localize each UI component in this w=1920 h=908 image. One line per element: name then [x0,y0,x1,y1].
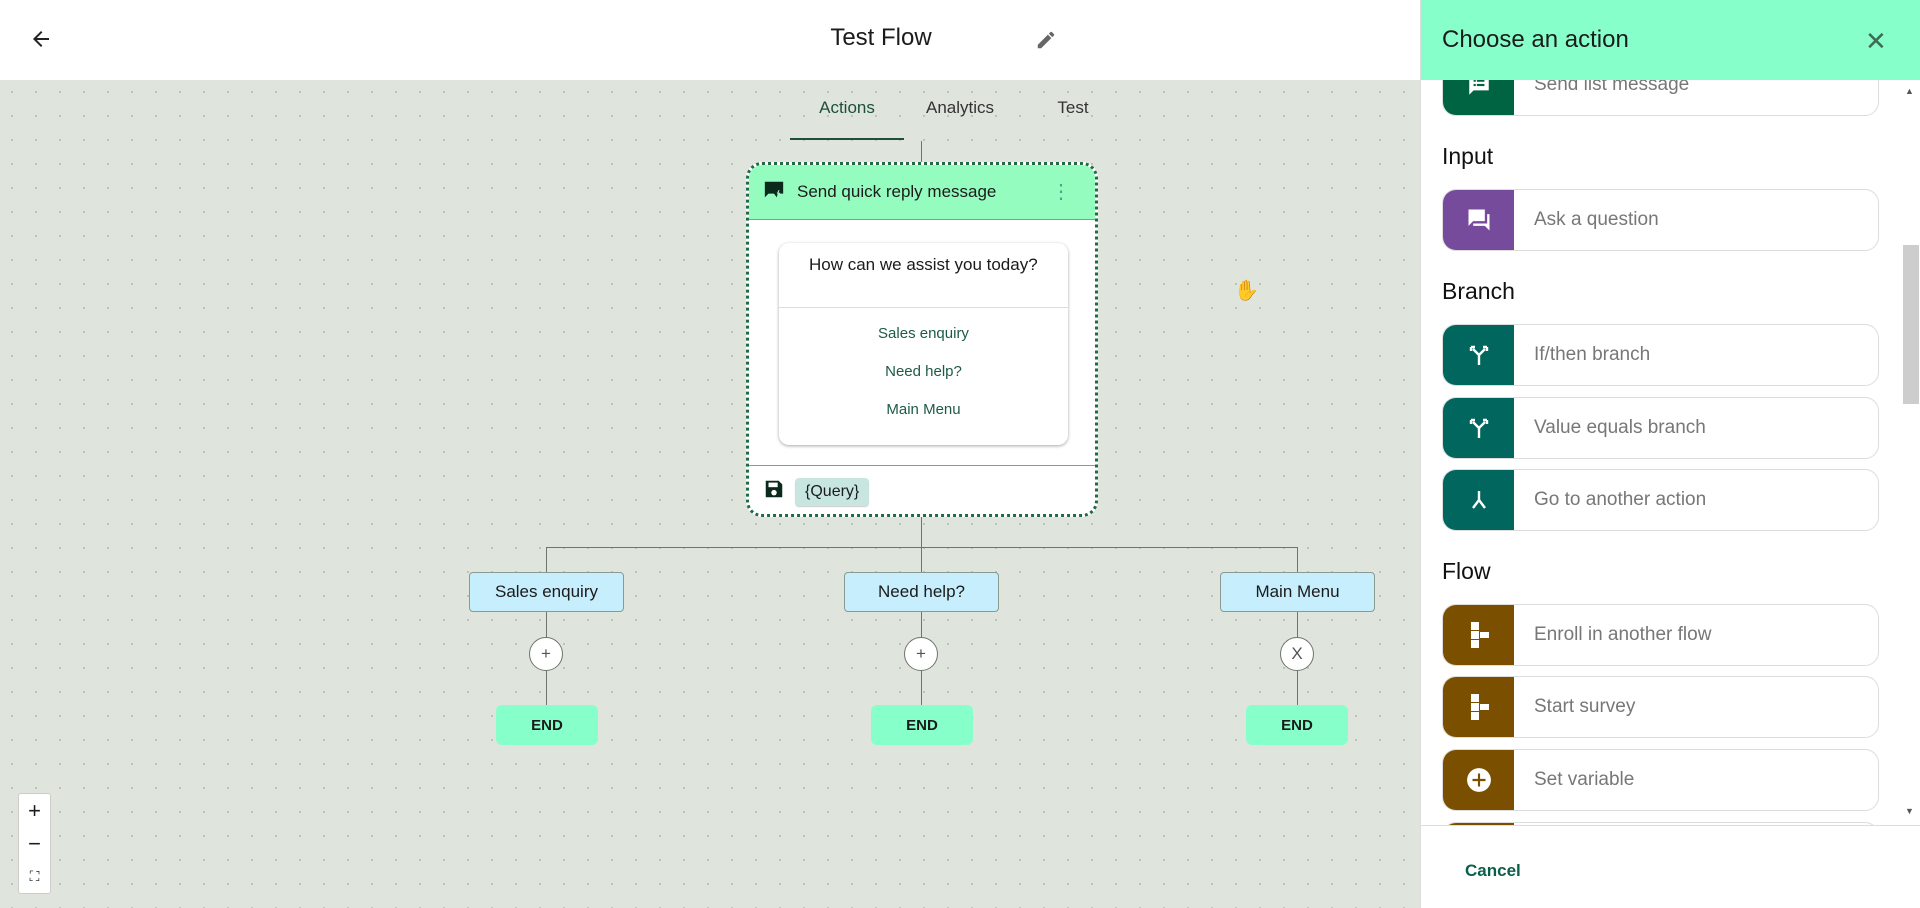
panel-scrollbar[interactable]: ▲ ▼ [1901,80,1920,825]
action-set-variable[interactable]: Set variable [1442,749,1879,811]
end-node: END [496,705,598,745]
quick-reply-sales: Sales enquiry [878,325,969,342]
merge-icon [1443,470,1514,530]
tab-test[interactable]: Test [1057,98,1089,117]
scroll-down-arrow-icon[interactable]: ▼ [1905,806,1914,816]
end-node: END [871,705,973,745]
node-footer: {Query} [749,465,1095,514]
active-tab-indicator [790,138,904,140]
panel-header: Choose an action ✕ [1421,0,1920,80]
action-ask-question[interactable]: Ask a question [1442,189,1879,251]
scrollbar-thumb[interactable] [1903,245,1919,404]
section-branch: Branch [1442,278,1515,304]
variable-chip[interactable]: {Query} [795,477,870,506]
branch-sales-enquiry[interactable]: Sales enquiry [469,572,624,612]
quick-reply-icon [763,179,785,206]
message-card: How can we assist you today? Sales enqui… [779,243,1068,445]
panel-footer: Cancel [1421,825,1920,908]
back-arrow-icon[interactable] [24,22,58,56]
flow-tree-icon [1443,677,1514,737]
branch-split-icon [1443,398,1514,458]
action-label: Go to another action [1534,489,1707,510]
quick-reply-main-menu: Main Menu [886,401,961,418]
node-title: Send quick reply message [797,182,997,201]
action-label: If/then branch [1534,344,1651,365]
branch-main-menu[interactable]: Main Menu [1220,572,1375,612]
section-input: Input [1442,143,1494,169]
message-text: How can we assist you today? [809,255,1038,274]
hand-cursor-icon: ✋ [1234,280,1259,302]
quick-reply-node[interactable]: Send quick reply message ⋮ How can we as… [746,162,1098,517]
node-header: Send quick reply message ⋮ [749,165,1095,220]
action-label: Enroll in another flow [1534,624,1712,645]
choose-action-panel: Choose an action ✕ Send list message Inp… [1420,0,1920,908]
add-action-button[interactable]: + [904,637,938,671]
close-icon[interactable]: ✕ [1865,26,1887,56]
flow-canvas[interactable] [0,80,1420,908]
action-start-survey[interactable]: Start survey [1442,676,1879,738]
quick-reply-help: Need help? [885,363,962,380]
zoom-out-button[interactable]: − [28,830,41,856]
add-circle-icon [1443,750,1514,810]
edit-pencil-icon[interactable] [1032,26,1060,54]
cancel-button[interactable]: Cancel [1465,861,1521,880]
action-if-then-branch[interactable]: If/then branch [1442,324,1879,386]
section-flow: Flow [1442,558,1491,584]
action-label: Set variable [1534,769,1635,790]
scroll-up-arrow-icon[interactable]: ▲ [1905,86,1914,96]
add-action-button[interactable]: + [529,637,563,671]
flow-tree-icon [1443,605,1514,665]
branch-connector [546,547,1298,548]
zoom-controls: + − ⛶ [18,793,51,894]
action-label: Value equals branch [1534,417,1706,438]
tab-actions[interactable]: Actions [819,98,875,117]
action-value-equals-branch[interactable]: Value equals branch [1442,397,1879,459]
end-node: END [1246,705,1348,745]
tab-analytics[interactable]: Analytics [925,98,995,117]
connector-line [921,141,922,163]
panel-title: Choose an action [1442,26,1629,53]
flow-title: Test Flow [830,24,932,51]
action-label: Start survey [1534,696,1636,717]
action-go-to-another[interactable]: Go to another action [1442,469,1879,531]
branch-need-help[interactable]: Need help? [844,572,999,612]
action-enroll-flow[interactable]: Enroll in another flow [1442,604,1879,666]
fit-screen-button[interactable]: ⛶ [29,868,40,884]
more-vert-icon[interactable]: ⋮ [1051,181,1071,203]
zoom-in-button[interactable]: + [28,797,41,823]
save-icon [763,478,785,505]
remove-action-button[interactable]: X [1280,637,1314,671]
question-chat-icon [1443,190,1514,250]
action-label: Ask a question [1534,209,1659,230]
branch-split-icon [1443,325,1514,385]
top-bar [0,0,1420,80]
